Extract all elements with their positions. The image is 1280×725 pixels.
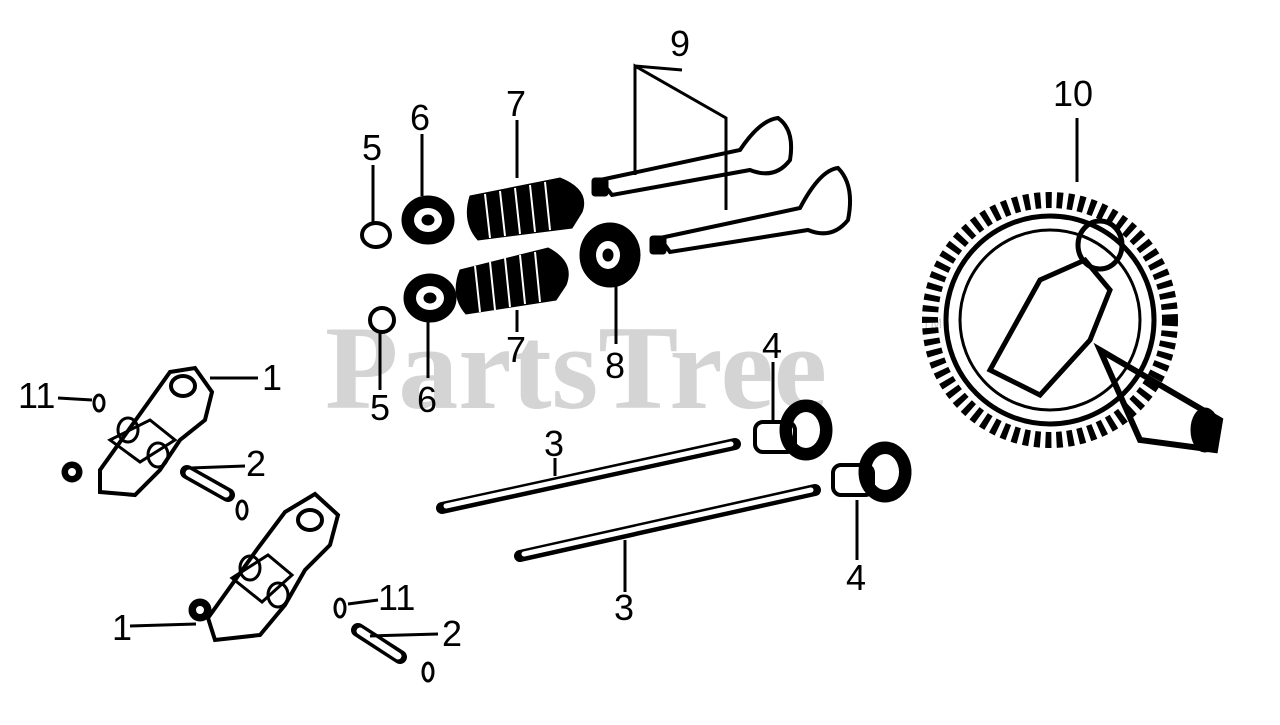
callout-11-upper: 11 (18, 375, 55, 416)
callout-4-lower: 4 (846, 557, 866, 598)
tappet-lower[interactable] (831, 441, 912, 503)
push-rod-upper[interactable] (436, 438, 741, 514)
valve-seal[interactable] (579, 222, 641, 288)
callout-7-upper: 7 (506, 83, 526, 124)
callout-1-upper: 1 (262, 357, 282, 398)
pin-lower[interactable] (351, 623, 407, 664)
watermark-brand: PartsTree (325, 301, 827, 434)
rocker-arm-lower[interactable] (188, 491, 341, 643)
keeper-upper[interactable] (360, 221, 392, 249)
valve-lower[interactable] (649, 165, 852, 255)
pin-upper[interactable] (180, 465, 235, 502)
retainer-upper[interactable] (401, 195, 455, 245)
callout-5-lower: 5 (370, 387, 390, 428)
callout-5-upper: 5 (362, 127, 382, 168)
callout-6-lower: 6 (417, 379, 437, 420)
callout-7-lower: 7 (506, 329, 526, 370)
valve-upper[interactable] (591, 115, 794, 198)
callout-1-lower: 1 (112, 607, 132, 648)
callout-3-upper: 3 (544, 423, 564, 464)
callout-2-lower: 2 (442, 613, 462, 654)
callout-6-upper: 6 (410, 97, 430, 138)
callout-4-upper: 4 (762, 325, 782, 366)
spring-lower[interactable] (455, 247, 569, 315)
callout-10: 10 (1053, 73, 1093, 114)
clip-11-lower[interactable] (333, 597, 347, 619)
keeper-lower[interactable] (368, 306, 396, 334)
camshaft-gear[interactable] (922, 192, 1224, 454)
callout-labels: 1 1 2 2 3 3 4 4 5 5 6 6 7 7 8 9 10 11 11 (18, 23, 1093, 654)
spring-upper[interactable] (466, 177, 585, 241)
callout-9: 9 (670, 23, 690, 64)
callout-8: 8 (605, 345, 625, 386)
clip-11-upper[interactable] (92, 393, 106, 413)
callout-2-upper: 2 (246, 443, 266, 484)
leader-lines (57, 63, 1079, 638)
callout-3-lower: 3 (614, 587, 634, 628)
clip-lower[interactable] (421, 661, 435, 683)
tappet-upper[interactable] (753, 399, 833, 461)
retainer-lower[interactable] (403, 273, 457, 323)
clip-upper[interactable] (235, 499, 249, 521)
push-rod-lower[interactable] (514, 484, 821, 562)
callout-11-lower: 11 (378, 577, 415, 618)
watermark: PartsTree TM (325, 301, 942, 434)
rocker-arm-upper[interactable] (61, 365, 215, 498)
